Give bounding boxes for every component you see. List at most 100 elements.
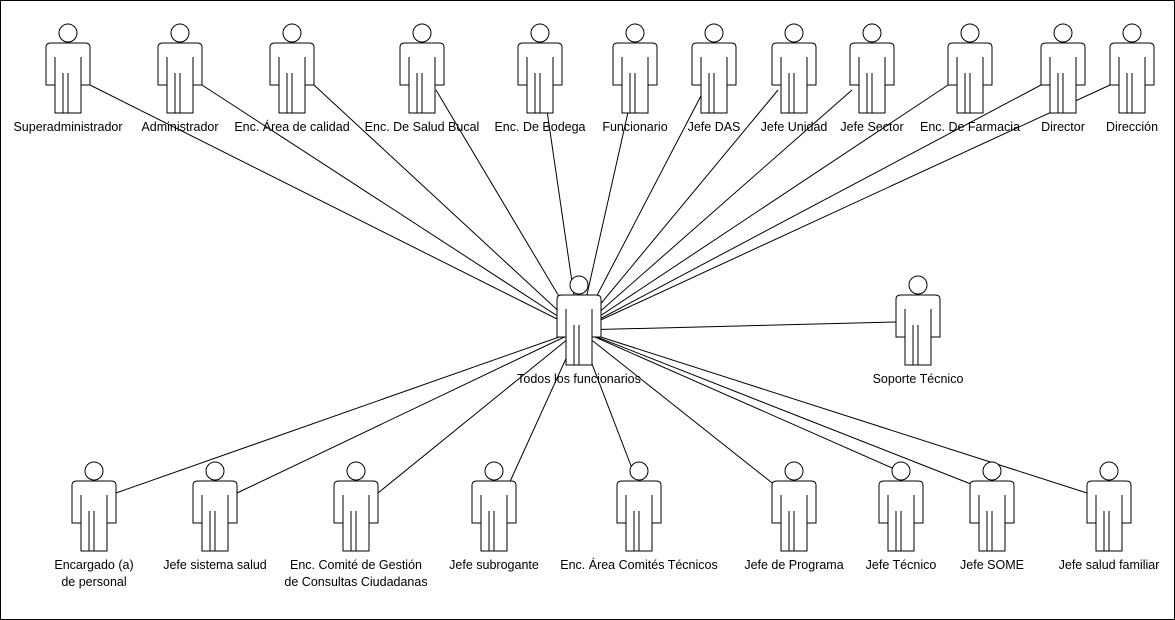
association-line-jefe-programa [578, 329, 777, 487]
actor-head [58, 23, 78, 43]
actor-label-line: de Consultas Ciudadanas [284, 575, 427, 589]
actor-soporte-tecnico[interactable]: Soporte Técnico [873, 275, 964, 386]
actor-label: Jefe de Programa [744, 558, 843, 572]
association-line-jefe-salud-familiar [578, 329, 1088, 494]
actor-jefe-sector[interactable]: Jefe Sector [840, 23, 904, 134]
association-line-enc-salud-bucal [435, 89, 580, 331]
actor-label-line: Jefe Sector [840, 120, 903, 134]
actor-head [625, 23, 645, 43]
actor-label-line: Jefe DAS [688, 120, 741, 134]
association-line-enc-area-calidad [313, 84, 580, 331]
actor-jefe-tecnico[interactable]: Jefe Técnico [866, 461, 937, 572]
actor-label-line: Jefe subrogante [449, 558, 539, 572]
actor-enc-salud-bucal[interactable]: Enc. De Salud Bucal [365, 23, 480, 134]
actor-head [982, 461, 1002, 481]
actor-label-line: Todos los funcionarios [517, 372, 641, 386]
actor-enc-bodega[interactable]: Enc. De Bodega [494, 23, 586, 134]
actor-jefe-das[interactable]: Jefe DAS [688, 23, 741, 134]
association-line-jefe-sector [578, 89, 853, 331]
actor-label-line: Funcionario [602, 120, 667, 134]
actor-head [908, 275, 928, 295]
actor-head [960, 23, 980, 43]
actor-label: Jefe subrogante [449, 558, 539, 572]
actor-label-line: de personal [61, 575, 126, 589]
actor-label-line: Director [1041, 120, 1085, 134]
actor-direccion[interactable]: Dirección [1106, 23, 1158, 134]
actor-label: Soporte Técnico [873, 372, 964, 386]
association-line-soporte-tecnico [578, 321, 897, 331]
associations-layer [89, 84, 1111, 494]
actor-head [1122, 23, 1142, 43]
actor-label-line: Enc. Área de calidad [234, 119, 349, 134]
actor-head [530, 23, 550, 43]
actor-label-line: Enc. De Farmacia [920, 120, 1020, 134]
actor-enc-area-comites[interactable]: Enc. Área Comités Técnicos [560, 461, 718, 572]
actor-label: Director [1041, 120, 1085, 134]
actor-todos-funcionarios[interactable]: Todos los funcionarios [517, 275, 641, 386]
actor-jefe-subrogante[interactable]: Jefe subrogante [449, 461, 539, 572]
actor-label-line: Jefe SOME [960, 558, 1024, 572]
actor-jefe-programa[interactable]: Jefe de Programa [744, 461, 844, 572]
association-line-enc-farmacia [578, 84, 949, 331]
association-line-jefe-unidad [578, 89, 779, 331]
actor-label: Enc. Comité de Gestión de Consultas Ciuda… [284, 558, 427, 589]
association-line-funcionario [578, 89, 634, 331]
actor-encargado-personal[interactable]: Encargado (a) de personal [54, 461, 134, 589]
actor-enc-area-calidad[interactable]: Enc. Área de calidad [234, 23, 350, 134]
actor-head [346, 461, 366, 481]
actor-jefe-sistema-salud[interactable]: Jefe sistema salud [163, 461, 267, 572]
actor-label-line: Enc. Comité de Gestión [290, 558, 422, 572]
actor-label: Encargado (a) de personal [54, 558, 133, 589]
actor-director[interactable]: Director [1040, 23, 1086, 134]
actor-head [1053, 23, 1073, 43]
actor-label-line: Enc. Área Comités Técnicos [560, 557, 717, 572]
actor-label: Enc. De Bodega [494, 120, 585, 134]
actor-head [412, 23, 432, 43]
actor-head [862, 23, 882, 43]
actor-label: Enc. De Salud Bucal [365, 120, 480, 134]
actor-label-line: Jefe salud familiar [1059, 558, 1160, 572]
actor-label: Jefe Técnico [866, 558, 937, 572]
actor-jefe-salud-familiar[interactable]: Jefe salud familiar [1059, 461, 1160, 572]
actor-label-line: Administrador [141, 120, 218, 134]
actor-label: Enc. Área de calidad [234, 119, 349, 134]
association-line-superadministrador [89, 84, 580, 331]
actor-label-line: Soporte Técnico [873, 372, 964, 386]
actor-jefe-some[interactable]: Jefe SOME [960, 461, 1024, 572]
actor-label-line: Superadministrador [13, 120, 122, 134]
actor-superadministrador[interactable]: Superadministrador [13, 23, 123, 134]
actor-label: Dirección [1106, 120, 1158, 134]
actor-enc-farmacia[interactable]: Enc. De Farmacia [920, 23, 1020, 134]
actor-label: Jefe sistema salud [163, 558, 267, 572]
actor-label-line: Enc. De Bodega [494, 120, 585, 134]
actor-funcionario[interactable]: Funcionario [602, 23, 668, 134]
actor-label: Funcionario [602, 120, 667, 134]
actor-head [569, 275, 589, 295]
association-line-jefe-das [578, 89, 705, 331]
actor-label: Enc. De Farmacia [920, 120, 1020, 134]
actor-head [704, 23, 724, 43]
actor-label-line: Enc. De Salud Bucal [365, 120, 480, 134]
actor-label-line: Jefe de Programa [744, 558, 843, 572]
association-line-encargado-personal [115, 329, 580, 494]
association-line-jefe-some [578, 329, 977, 487]
actor-label: Jefe salud familiar [1059, 558, 1160, 572]
association-line-direccion [578, 84, 1111, 331]
actor-jefe-unidad[interactable]: Jefe Unidad [761, 23, 828, 134]
actor-label-line: Jefe sistema salud [163, 558, 267, 572]
actor-enc-comite-gestion[interactable]: Enc. Comité de Gestión de Consultas Ciuda… [284, 461, 428, 589]
association-line-jefe-tecnico [578, 329, 900, 472]
actor-label: Enc. Área Comités Técnicos [560, 557, 717, 572]
actor-label: Administrador [141, 120, 218, 134]
actor-administrador[interactable]: Administrador [141, 23, 219, 134]
actor-label: Superadministrador [13, 120, 122, 134]
actor-label-line: Encargado (a) [54, 558, 133, 572]
actor-label: Jefe Sector [840, 120, 903, 134]
actor-label: Jefe Unidad [761, 120, 828, 134]
actor-label-line: Dirección [1106, 120, 1158, 134]
actor-label-line: Jefe Unidad [761, 120, 828, 134]
association-line-jefe-sistema-salud [236, 329, 580, 494]
